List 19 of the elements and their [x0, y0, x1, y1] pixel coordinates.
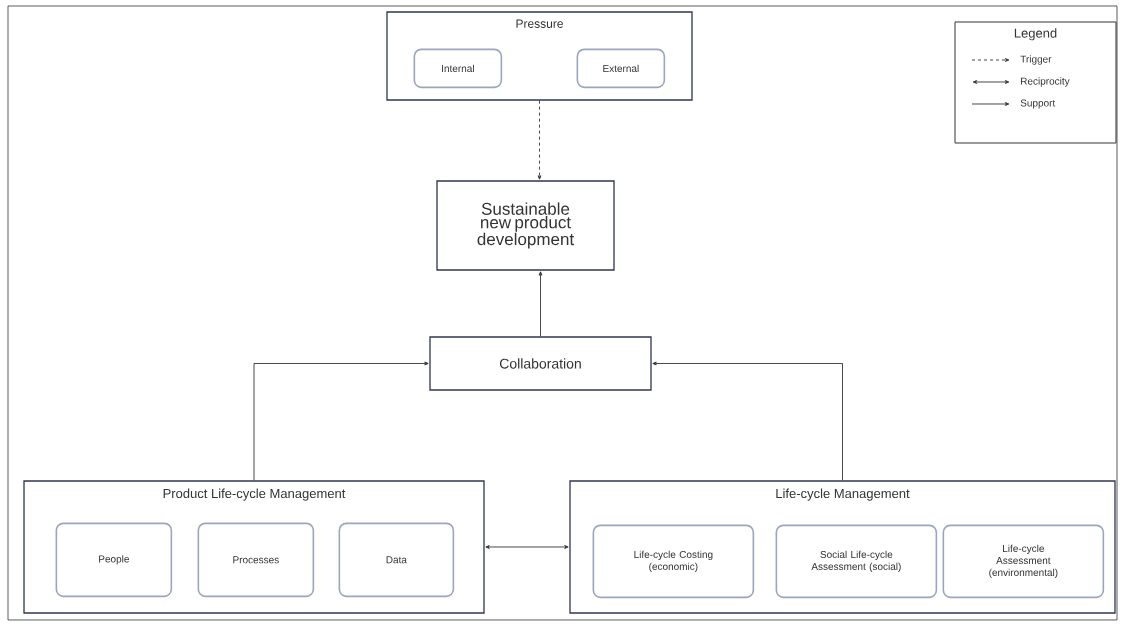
arrow [485, 545, 569, 549]
arrow [537, 100, 542, 180]
rounded-box: Social Life-cycle Assessment (social) [775, 524, 938, 599]
process-box: Sustainable new product development [436, 180, 615, 271]
legend-label: Trigger [1020, 55, 1052, 65]
legend-label: Support [1020, 99, 1056, 109]
rounded-box: Life-cycle Assessment (environmental) [942, 524, 1105, 599]
rounded-box: External [576, 48, 666, 89]
rounded-box: People [55, 522, 173, 598]
arrow [253, 361, 429, 481]
legend-label: Reciprocity [1021, 77, 1070, 87]
rounded-box: Life-cycle Costing (economic) [592, 524, 755, 599]
rounded-box: Data [338, 522, 455, 598]
arrow [652, 361, 843, 481]
arrow [538, 271, 543, 337]
legend-title: Legend [1014, 28, 1057, 41]
rounded-box: Internal [413, 48, 503, 89]
rounded-box: Processes [197, 522, 315, 598]
process-box: Collaboration [429, 336, 652, 391]
